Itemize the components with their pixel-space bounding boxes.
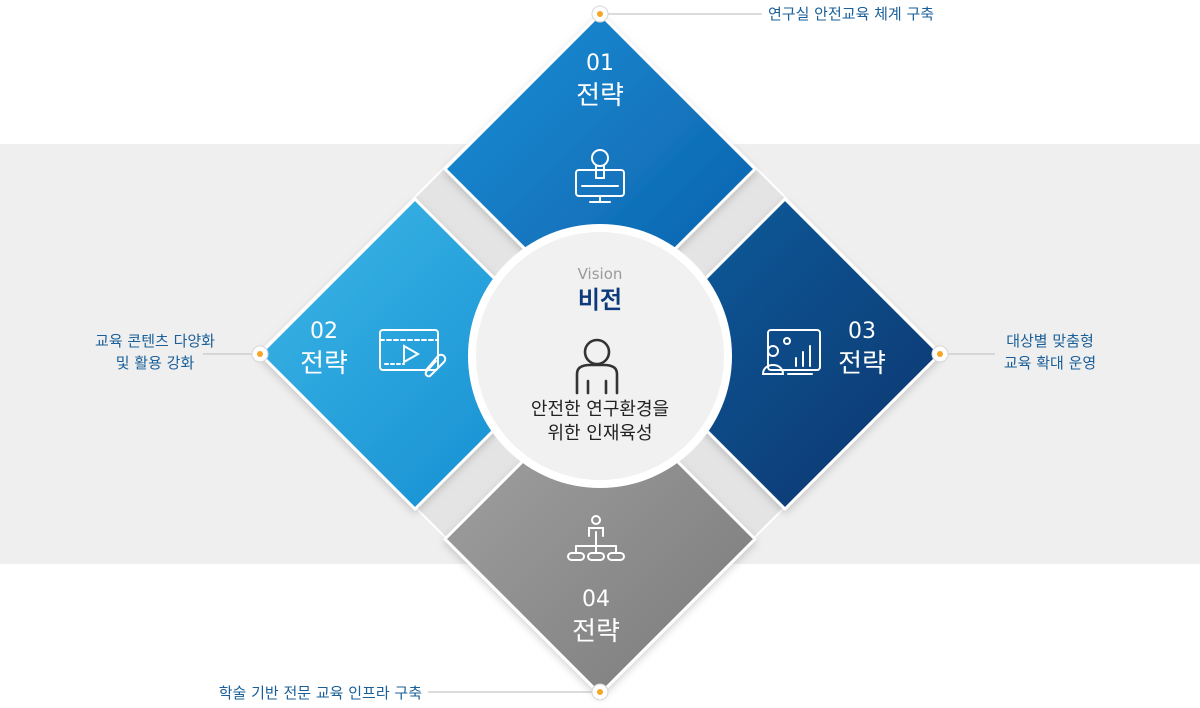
strategy-02-label: 교육 콘텐츠 다양화 및 활용 강화: [70, 330, 240, 374]
strategy-01-label-line: 연구실 안전교육 체계 구축: [768, 5, 935, 23]
label-dots: [251, 5, 949, 701]
strategy-03-label-line-2: 교육 확대 운영: [1003, 354, 1097, 372]
strategy-01-label: 연구실 안전교육 체계 구축: [768, 3, 934, 25]
org-chart-icon: [567, 515, 625, 561]
strategy-02-label-line-2: 및 활용 강화: [115, 354, 195, 372]
strategy-02-word: 전략: [300, 349, 348, 379]
person-icon: [575, 338, 619, 395]
vision-english: Vision: [577, 265, 623, 283]
vision-korean: 비전: [577, 286, 623, 314]
vision-line-1: 안전한 연구환경을: [530, 399, 670, 420]
strategy-02-text: 02 전략: [264, 318, 384, 382]
strategy-04-text: 04 전략: [536, 586, 656, 650]
strategy-01-number: 01: [586, 51, 614, 76]
strategy-01-word: 전략: [576, 81, 624, 111]
strategy-04-label-line: 학술 기반 전문 교육 인프라 구축: [218, 684, 422, 702]
strategy-02-label-line-1: 교육 콘텐츠 다양화: [95, 332, 215, 350]
strategy-01-text: 01 전략: [540, 50, 660, 114]
connector-lines: [203, 13, 995, 693]
vision-line-2: 위한 인재육성: [547, 423, 653, 444]
video-clip-icon: [379, 329, 447, 378]
strategy-04-number: 04: [582, 587, 610, 612]
strategy-03-number: 03: [848, 319, 876, 344]
strategy-03-label: 대상별 맞춤형 교육 확대 운영: [980, 330, 1120, 374]
center-circle: [476, 232, 724, 480]
strategy-04-word: 전략: [572, 617, 620, 647]
lightbulb-monitor-icon: [575, 149, 625, 203]
strategy-03-label-line-1: 대상별 맞춤형: [1006, 332, 1094, 350]
strategy-04-label: 학술 기반 전문 교육 인프라 구축: [160, 682, 422, 704]
vision-statement: 안전한 연구환경을 위한 인재육성: [500, 398, 700, 446]
presentation-chart-icon: [761, 329, 821, 375]
strategy-02-number: 02: [310, 319, 338, 344]
strategy-03-word: 전략: [838, 349, 886, 379]
vision-heading: Vision 비전: [530, 264, 670, 316]
strategy-03-text: 03 전략: [802, 318, 922, 382]
